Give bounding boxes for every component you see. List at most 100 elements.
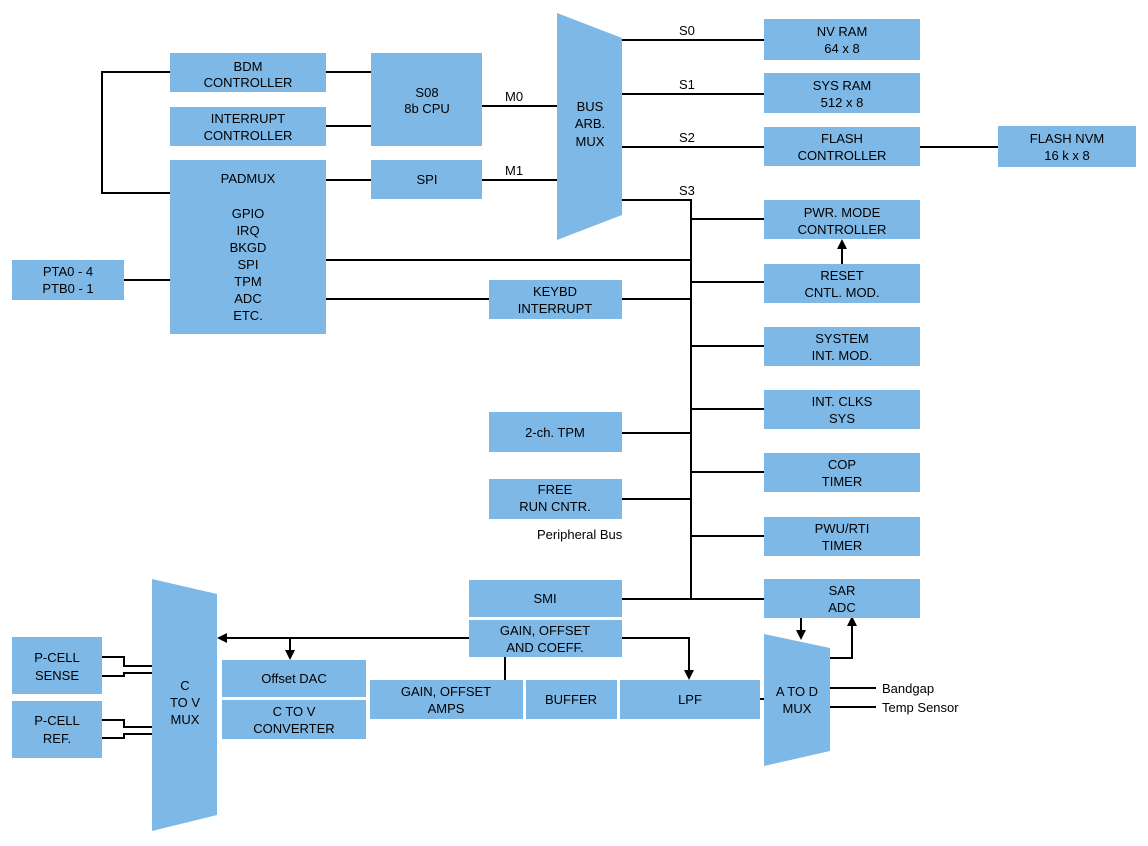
intclks-label-1: INT. CLKS: [812, 394, 873, 409]
spi-label: SPI: [417, 172, 438, 187]
busmux-label-1: BUS: [577, 99, 604, 114]
nv-ram-block: [764, 19, 920, 60]
busmux-label-3: MUX: [576, 134, 605, 149]
sysint-label-1: SYSTEM: [815, 331, 868, 346]
keybd-interrupt-block: [489, 280, 622, 319]
pwr-mode-controller-block: [764, 200, 920, 239]
interrupt-label-1: INTERRUPT: [211, 111, 285, 126]
padmux-label-5: BKGD: [230, 240, 267, 255]
padmux-label-8: ADC: [234, 291, 261, 306]
pcellsense-label-1: P-CELL: [34, 650, 80, 665]
arrow-to-ctov-mux: [217, 633, 227, 643]
keybd-label-2: INTERRUPT: [518, 301, 592, 316]
ctovmux-label-3: MUX: [171, 712, 200, 727]
interrupt-controller-block: [170, 107, 326, 146]
busmux-label-2: ARB.: [575, 116, 605, 131]
cpu-block: [371, 53, 482, 146]
block-labels: BDM CONTROLLER INTERRUPT CONTROLLER S08 …: [34, 24, 1104, 746]
intclks-label-2: SYS: [829, 411, 855, 426]
int-clks-block: [764, 390, 920, 429]
offsetdac-label: Offset DAC: [261, 671, 327, 686]
pwrmode-label-2: CONTROLLER: [798, 222, 887, 237]
sar-label-1: SAR: [829, 583, 856, 598]
flashctl-label-2: CONTROLLER: [798, 148, 887, 163]
atod-label-1: A TO D: [776, 684, 818, 699]
wire-labels: M0 M1 S0 S1 S2 S3 Peripheral Bus Bandgap…: [505, 23, 959, 715]
flashnvm-label-2: 16 k x 8: [1044, 148, 1090, 163]
pwu-rti-timer-block: [764, 517, 920, 556]
padmux-label-3: GPIO: [232, 206, 265, 221]
ctovmux-label-2: TO V: [170, 695, 200, 710]
s2-label: S2: [679, 130, 695, 145]
gain-offset-amps-block: [370, 680, 523, 719]
sysram-label-1: SYS RAM: [813, 78, 872, 93]
sar-label-2: ADC: [828, 600, 855, 615]
flashnvm-label-1: FLASH NVM: [1030, 131, 1104, 146]
arrowheads: [217, 239, 857, 680]
nvram-label-1: NV RAM: [817, 24, 868, 39]
s3-label: S3: [679, 183, 695, 198]
ctovconv-label-1: C TO V: [273, 704, 316, 719]
system-int-block: [764, 327, 920, 366]
flash-nvm-block: [998, 126, 1136, 167]
smi-label: SMI: [533, 591, 556, 606]
reset-label-2: CNTL. MOD.: [804, 285, 879, 300]
buffer-block: [526, 680, 617, 719]
sysint-label-2: INT. MOD.: [812, 348, 873, 363]
pcellref-label-1: P-CELL: [34, 713, 80, 728]
flash-controller-block: [764, 127, 920, 166]
bdm-label-1: BDM: [234, 59, 263, 74]
keybd-label-1: KEYBD: [533, 284, 577, 299]
pcellref-label-2: REF.: [43, 731, 71, 746]
gaincoeff-label-2: AND COEFF.: [506, 640, 583, 655]
tpm-label: 2-ch. TPM: [525, 425, 585, 440]
bandgap-label: Bandgap: [882, 681, 934, 696]
padmux-label-9: ETC.: [233, 308, 263, 323]
interrupt-label-2: CONTROLLER: [204, 128, 293, 143]
sysram-label-2: 512 x 8: [821, 95, 864, 110]
freerun-label-1: FREE: [538, 482, 573, 497]
tpm-block: [489, 412, 622, 452]
cop-label-2: TIMER: [822, 474, 862, 489]
ctovmux-label-1: C: [180, 678, 189, 693]
pta-label-1: PTA0 - 4: [43, 264, 93, 279]
buffer-label: BUFFER: [545, 692, 597, 707]
peripheral-bus-label: Peripheral Bus: [537, 527, 623, 542]
lpf-label: LPF: [678, 692, 702, 707]
pta-ptb-block: [12, 260, 124, 300]
atod-label-2: MUX: [783, 701, 812, 716]
ctovconv-label-2: CONVERTER: [253, 721, 334, 736]
arrow-sar-to-mux: [796, 630, 806, 640]
s0-label: S0: [679, 23, 695, 38]
reset-label-1: RESET: [820, 268, 863, 283]
bus-arb-mux-block: [557, 13, 622, 240]
p-cell-ref-block: [12, 701, 102, 758]
m0-label: M0: [505, 89, 523, 104]
c-to-v-mux-block: [152, 579, 217, 831]
arrow-to-offset-dac: [285, 650, 295, 660]
s1-label: S1: [679, 77, 695, 92]
blocks: [12, 13, 1136, 831]
cpu-label-2: 8b CPU: [404, 101, 450, 116]
wires: [101, 39, 998, 739]
spi-block: [371, 160, 482, 199]
padmux-label-6: SPI: [238, 257, 259, 272]
flashctl-label-1: FLASH: [821, 131, 863, 146]
gainamps-label-2: AMPS: [428, 701, 465, 716]
sar-adc-block: [764, 579, 920, 618]
pwu-label-1: PWU/RTI: [815, 521, 870, 536]
free-run-counter-block: [489, 479, 622, 519]
gain-offset-coeff-block: [469, 620, 622, 657]
temp-sensor-label: Temp Sensor: [882, 700, 959, 715]
gaincoeff-label-1: GAIN, OFFSET: [500, 623, 590, 638]
c-to-v-converter-block: [222, 700, 366, 739]
freerun-label-2: RUN CNTR.: [519, 499, 591, 514]
cpu-label-1: S08: [415, 85, 438, 100]
padmux-block: [170, 160, 326, 334]
sys-ram-block: [764, 73, 920, 113]
pcellsense-label-2: SENSE: [35, 668, 79, 683]
m1-label: M1: [505, 163, 523, 178]
pwu-label-2: TIMER: [822, 538, 862, 553]
padmux-label-1: PADMUX: [221, 171, 276, 186]
